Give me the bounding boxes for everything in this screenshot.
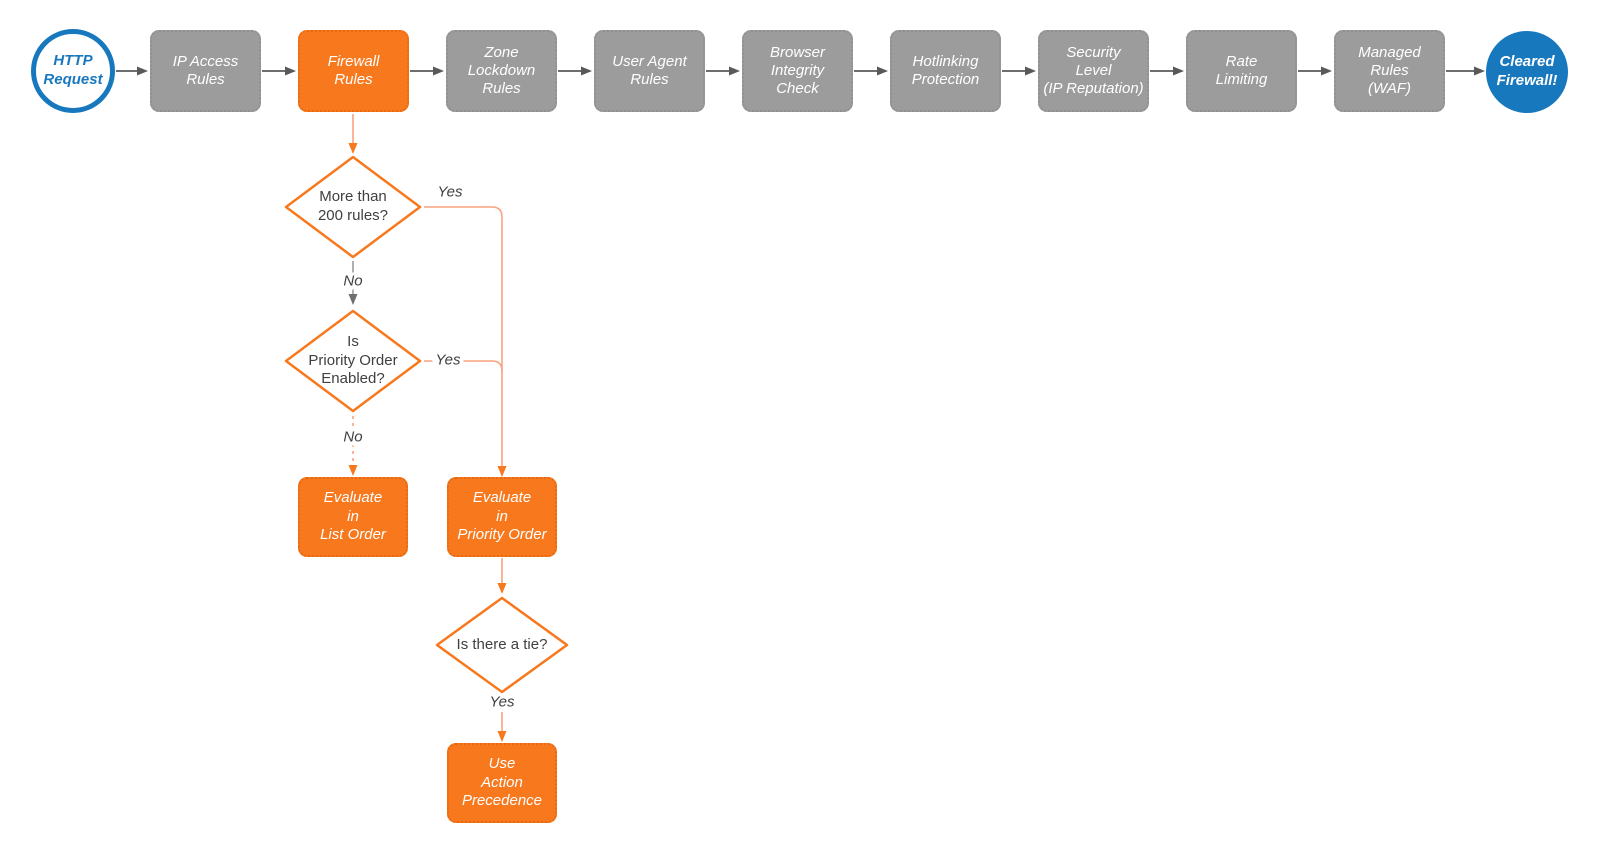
edge-label-yes1: Yes	[434, 183, 466, 201]
decision-label: More than 200 rules?	[317, 188, 389, 224]
diamond-shape	[284, 155, 422, 259]
process-evaluate-in-priority-order: Evaluate in Priority Order	[447, 477, 557, 557]
end-node-cleared-firewall: Cleared Firewall!	[1486, 31, 1568, 113]
process-label: Evaluate in Priority Order	[457, 488, 547, 544]
stage-managed-rules-waf: Managed Rules (WAF)	[1334, 30, 1445, 112]
stage-security-level: Security Level (IP Reputation)	[1038, 30, 1149, 112]
end-node-label: Cleared Firewall!	[1496, 53, 1558, 89]
decision-label: Is there a tie?	[456, 635, 548, 653]
edge-label-yes2: Yes	[432, 351, 464, 369]
process-label: Use Action Precedence	[461, 754, 543, 810]
process-evaluate-in-list-order: Evaluate in List Order	[298, 477, 408, 557]
stage-firewall-rules: Firewall Rules	[298, 30, 409, 112]
stage-label: Rate Limiting	[1215, 52, 1268, 88]
stage-label: Security Level (IP Reputation)	[1043, 43, 1144, 98]
stage-label: User Agent Rules	[612, 52, 687, 88]
diamond-shape	[284, 309, 422, 413]
process-use-action-precedence: Use Action Precedence	[447, 743, 557, 823]
decision-more-than-200-rules: More than 200 rules?	[283, 154, 423, 260]
edge-label-no2: No	[340, 428, 366, 446]
decision-is-there-a-tie: Is there a tie?	[434, 595, 570, 695]
start-node-http-request: HTTP Request	[31, 29, 115, 113]
start-node-label: HTTP Request	[43, 52, 103, 88]
branch-connectors	[348, 114, 507, 742]
stage-user-agent-rules: User Agent Rules	[594, 30, 705, 112]
stage-browser-integrity-check: Browser Integrity Check	[742, 30, 853, 112]
edge-yes1	[424, 206, 507, 477]
process-label: Evaluate in List Order	[320, 488, 386, 544]
diamond-shape	[435, 596, 569, 694]
stage-ip-access-rules: IP Access Rules	[150, 30, 261, 112]
stage-label: Hotlinking Protection	[911, 52, 980, 88]
stage-label: Firewall Rules	[327, 52, 380, 88]
stage-label: Managed Rules (WAF)	[1358, 43, 1421, 98]
stage-label: IP Access Rules	[172, 52, 239, 88]
decision-priority-order-enabled: Is Priority Order Enabled?	[283, 308, 423, 414]
stage-label: Zone Lockdown Rules	[467, 43, 536, 98]
edge-yes2	[424, 360, 503, 372]
edge-label-no1: No	[340, 272, 366, 290]
edge-label-yes3: Yes	[486, 693, 518, 711]
stage-zone-lockdown-rules: Zone Lockdown Rules	[446, 30, 557, 112]
stage-hotlinking-protection: Hotlinking Protection	[890, 30, 1001, 112]
decision-label: Is Priority Order Enabled?	[308, 332, 398, 388]
stage-label: Browser Integrity Check	[769, 43, 825, 98]
stage-rate-limiting: Rate Limiting	[1186, 30, 1297, 112]
